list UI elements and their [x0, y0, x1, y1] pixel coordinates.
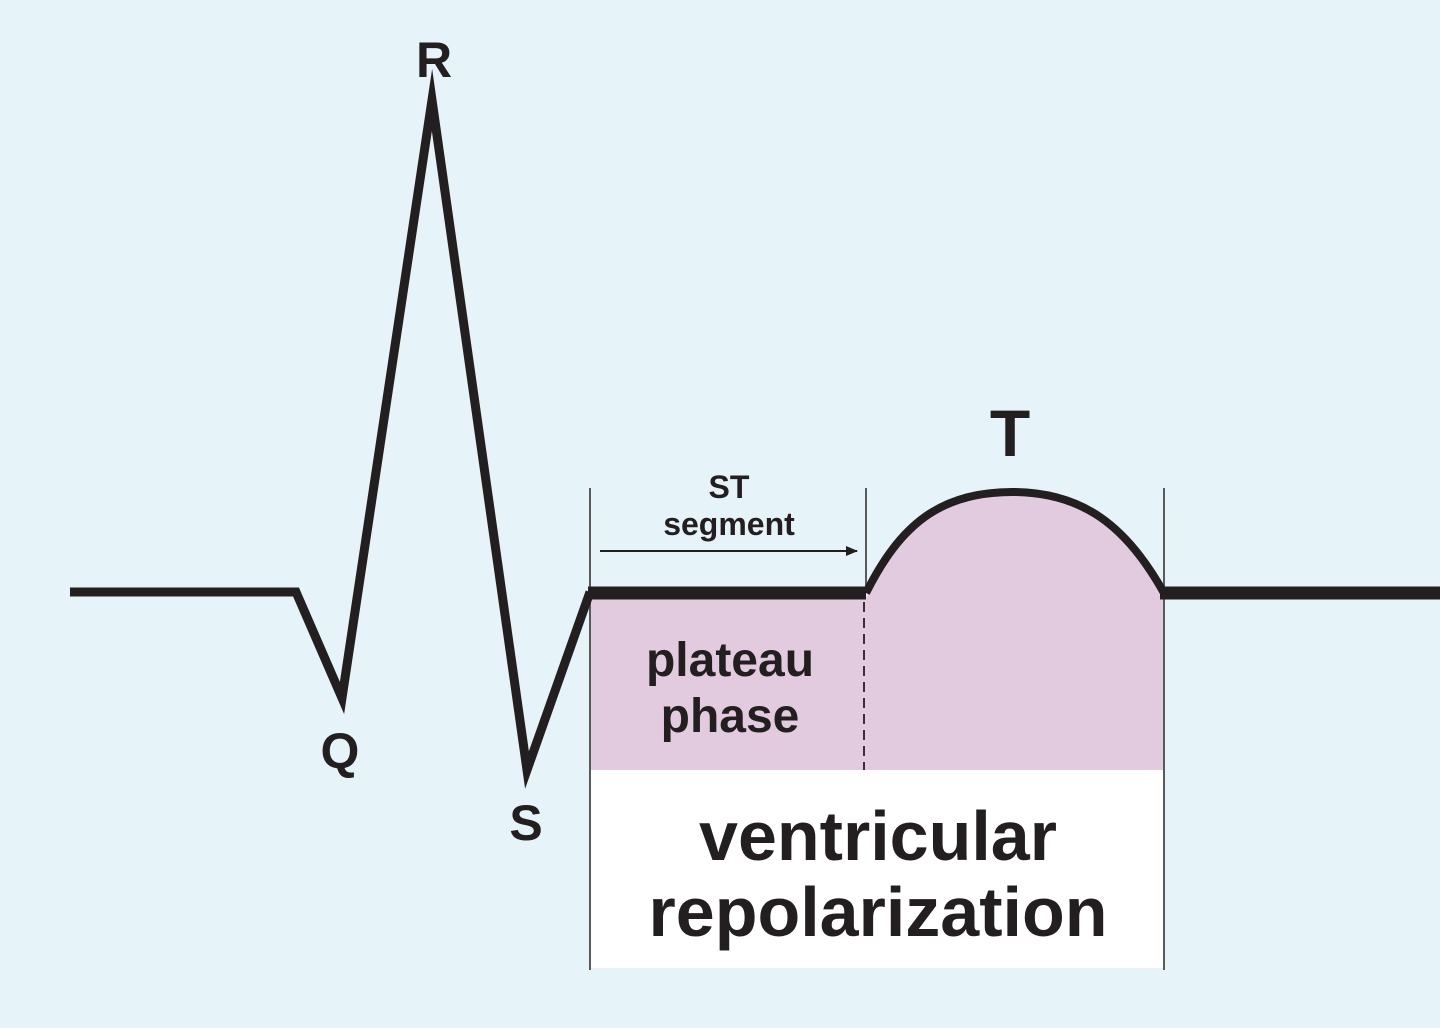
plateau-phase-label-line1: plateau: [646, 634, 814, 687]
ventricular-repolarization-label-line2: repolarization: [649, 873, 1108, 951]
t-wave-region: [866, 495, 1164, 770]
q-wave-label: Q: [321, 723, 360, 779]
ventricular-repolarization-label-line1: ventricular: [699, 797, 1057, 875]
r-wave-label: R: [416, 32, 452, 88]
ventricular-repolarization-box: [590, 770, 1164, 968]
st-segment-label-line1: ST: [709, 469, 750, 505]
ecg-trace-t-wave: [862, 487, 1168, 595]
t-wave-label: T: [990, 396, 1030, 470]
s-wave-label: S: [509, 795, 542, 851]
ecg-trace-qrs: [70, 68, 595, 789]
plateau-phase-region: [590, 598, 866, 770]
plateau-phase-label-line2: phase: [661, 690, 800, 743]
st-segment-label-line2: segment: [663, 506, 795, 542]
